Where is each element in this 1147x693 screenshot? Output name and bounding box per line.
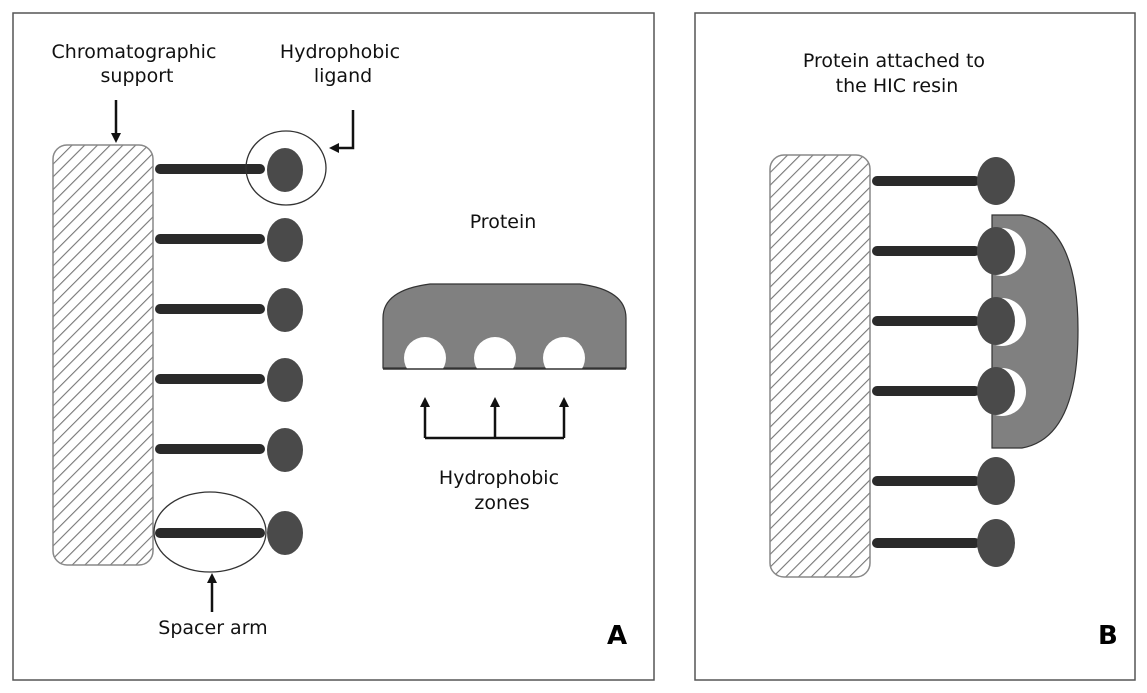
protein-label: Protein (470, 211, 537, 233)
ligand (267, 148, 303, 192)
spacer-arm (872, 476, 980, 486)
spacer-arm (155, 444, 265, 454)
ligand-row (872, 457, 1015, 505)
ligand (977, 519, 1015, 567)
panel-b-letter: B (1098, 621, 1118, 651)
ligand-row (155, 428, 303, 472)
ligand (267, 288, 303, 332)
spacer-arm (872, 386, 980, 396)
protein (382, 283, 627, 379)
chromatographic-support (769, 154, 871, 578)
spacer-arm (155, 374, 265, 384)
spacer-arm-label: Spacer arm (158, 617, 267, 639)
ligand (267, 511, 303, 555)
ligand-label: Hydrophobic ligand (280, 41, 406, 87)
spacer-arm-highlight-circle (153, 491, 267, 573)
spacer-arm (155, 234, 265, 244)
ligand (977, 157, 1015, 205)
ligand-row (155, 358, 303, 402)
spacer-arm (872, 176, 980, 186)
ligand (977, 457, 1015, 505)
panel-a-letter: A (607, 621, 627, 651)
ligand (267, 218, 303, 262)
ligand-row (872, 157, 1015, 205)
ligand (267, 358, 303, 402)
ligand-row (872, 227, 1015, 275)
zones-label: Hydrophobic zones (439, 467, 565, 514)
panel-b-title: Protein attached to the HIC resin (803, 50, 991, 97)
ligand-arrow (329, 110, 355, 153)
ligand-row (872, 367, 1015, 415)
ligand-row (155, 511, 303, 555)
spacer-arm (872, 316, 980, 326)
spacer-arm (872, 538, 980, 548)
panel-a: Chromatographic support Hydrophobic liga… (12, 12, 655, 681)
chromatographic-support (52, 144, 154, 566)
ligand (977, 367, 1015, 415)
ligand-row (155, 148, 303, 192)
support-label: Chromatographic support (52, 41, 223, 87)
hydrophobic-zone (404, 337, 446, 379)
hydrophobic-zone (474, 337, 516, 379)
ligand-row (872, 297, 1015, 345)
ligand-row (155, 288, 303, 332)
spacer-arm (872, 246, 980, 256)
ligand-highlight-circle (245, 130, 327, 206)
hydrophobic-zone (543, 337, 585, 379)
zone-arrows (420, 397, 569, 440)
spacer-arm (155, 164, 265, 174)
panel-b: Protein attached to the HIC resin (694, 12, 1136, 681)
ligand-row (872, 519, 1015, 567)
ligand-row (155, 218, 303, 262)
spacer-arm (155, 528, 265, 538)
ligand (267, 428, 303, 472)
spacer-arm (155, 304, 265, 314)
ligand (977, 227, 1015, 275)
ligand (977, 297, 1015, 345)
